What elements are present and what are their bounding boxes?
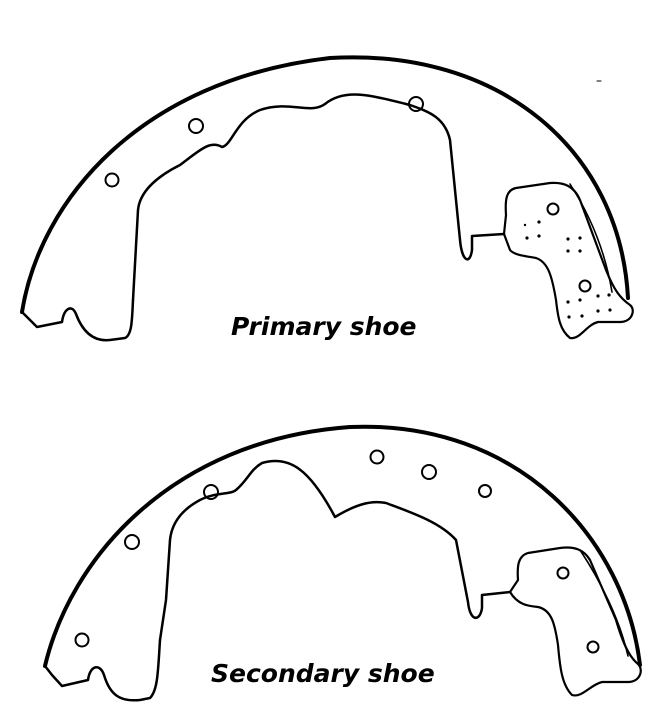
secondary-left-end xyxy=(43,638,162,702)
secondary-rivet-hole xyxy=(478,484,492,498)
primary-lining-arc xyxy=(20,55,630,314)
primary-pad-dots xyxy=(523,220,612,319)
primary-rivet-hole xyxy=(546,202,560,216)
primary-shoe xyxy=(20,55,634,342)
secondary-shoe-label: Secondary shoe xyxy=(211,659,435,688)
secondary-rivet-hole xyxy=(74,632,90,648)
secondary-rivet-hole xyxy=(203,484,219,500)
secondary-rivet-hole xyxy=(369,449,385,465)
primary-lining-inner-edge xyxy=(569,183,613,293)
secondary-lining-inner-edge xyxy=(579,549,629,657)
secondary-rivet-hole xyxy=(586,640,600,654)
primary-rivet-hole xyxy=(408,96,424,112)
secondary-shoe xyxy=(43,424,642,702)
primary-heel-plate xyxy=(502,181,634,340)
primary-left-end xyxy=(20,298,135,342)
secondary-rivet-hole xyxy=(556,566,570,580)
secondary-heel-plate xyxy=(508,546,642,697)
primary-shoe-label: Primary shoe xyxy=(231,312,417,341)
primary-rivet-hole xyxy=(188,118,204,134)
primary-web-contour xyxy=(131,93,506,302)
secondary-rivet-hole xyxy=(124,534,140,550)
secondary-rivet-hole xyxy=(421,464,437,480)
primary-rivet-hole xyxy=(104,172,120,188)
secondary-lining-arc xyxy=(43,424,642,668)
secondary-web-contour xyxy=(158,459,512,642)
primary-rivet-hole xyxy=(578,279,592,293)
